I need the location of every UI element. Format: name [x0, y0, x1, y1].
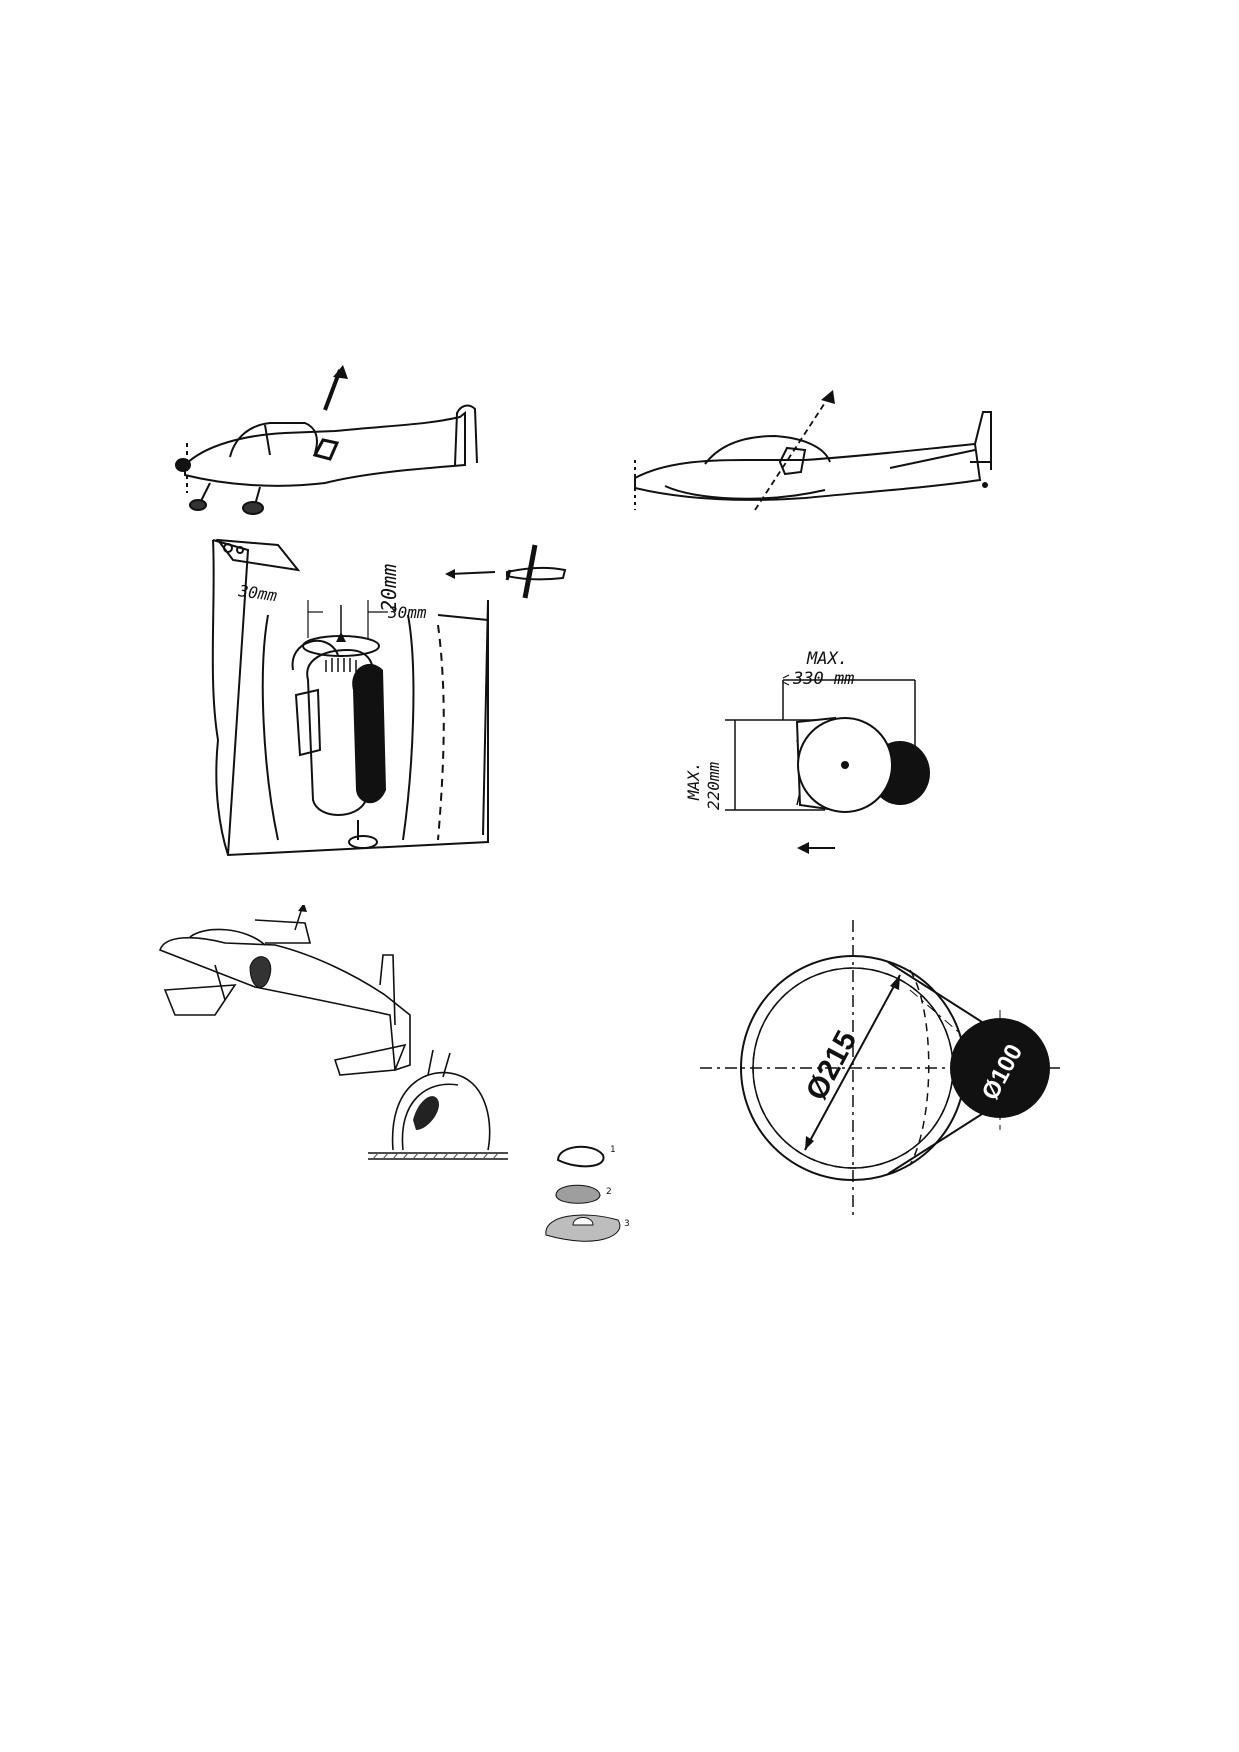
- dimension-left: 30mm: [236, 581, 278, 605]
- callout-3: 3: [624, 1219, 630, 1229]
- footprint-top-view: MAX. 330 mm MAX. 220mm: [685, 640, 945, 855]
- aircraft-side-view-low-wing: [625, 390, 1005, 520]
- dimension-top: 20mm: [377, 564, 401, 612]
- dimension-right: 30mm: [387, 603, 427, 622]
- aircraft-direction-indicator: [445, 540, 575, 600]
- callout-1: 1: [610, 1145, 616, 1155]
- aircraft-side-view-high-wing: [165, 365, 505, 525]
- footprint-height-label: MAX.: [685, 761, 703, 801]
- installation-detail-drawing: 20mm 30mm 30mm: [208, 520, 608, 860]
- canopy-stack-sequence: 1 2 3: [538, 1140, 648, 1260]
- aircraft-perspective-view: [155, 905, 455, 1095]
- callout-2: 2: [606, 1187, 612, 1197]
- clearance-circle-diagram: Ø215 Ø100: [700, 920, 1100, 1220]
- canopy-cross-section: [368, 1045, 508, 1170]
- footprint-length-value: 330 mm: [792, 669, 854, 689]
- footprint-height-value: 220mm: [704, 761, 723, 810]
- big-diameter-label: Ø215: [800, 1025, 864, 1105]
- footprint-length-label: MAX.: [806, 649, 848, 669]
